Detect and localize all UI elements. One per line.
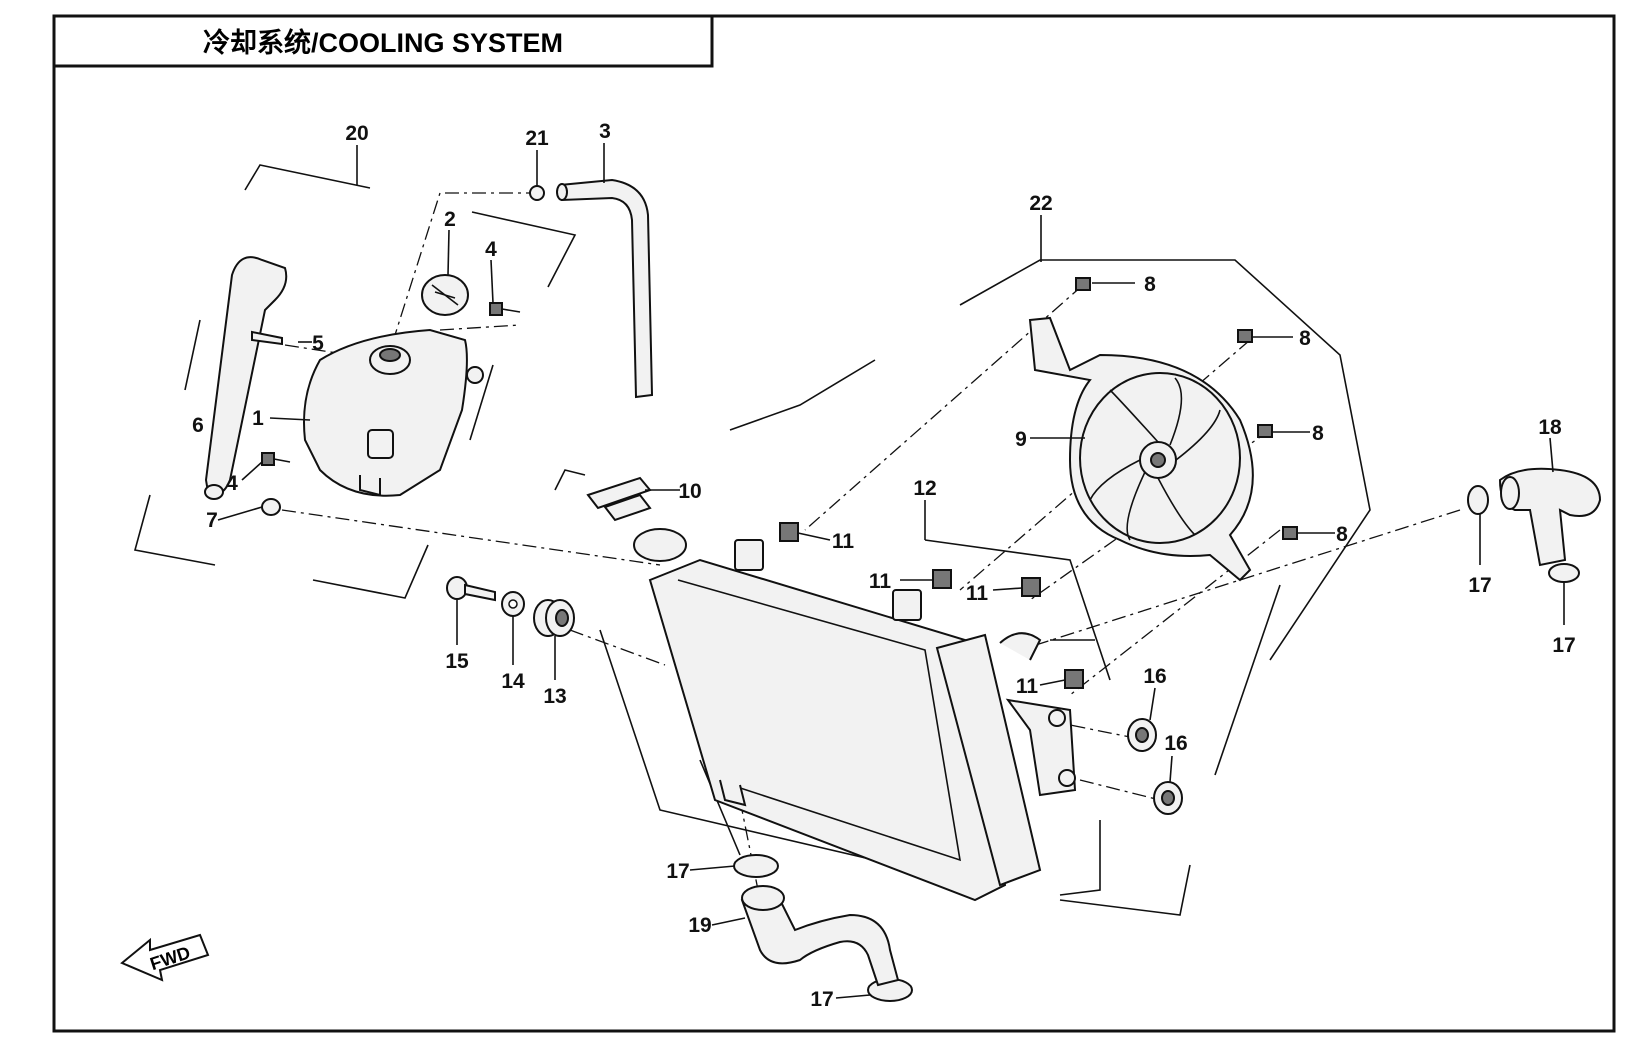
title-box [54, 16, 714, 68]
reservoir-tank-part-1 [303, 328, 484, 497]
callout-9: 9 [1015, 428, 1027, 451]
grommet-part-16-a [1127, 718, 1157, 752]
callout-11-c: 11 [966, 582, 989, 605]
callout-8-c: 8 [1312, 422, 1324, 445]
grommet-part-16-b [1153, 781, 1183, 815]
bolt-part-8-c [1257, 424, 1273, 438]
callout-17-a: 17 [1468, 574, 1491, 597]
callout-2: 2 [444, 208, 456, 231]
callout-16-b: 16 [1164, 732, 1187, 755]
callout-11-a: 11 [832, 530, 855, 553]
clip-part-11-c [1021, 577, 1041, 597]
callout-4-upper: 4 [485, 238, 497, 261]
screw-part-4-lower [261, 452, 291, 466]
washer-part-14 [501, 591, 525, 617]
clamp-part-17-b [1548, 563, 1580, 583]
clip-part-11-b [932, 569, 952, 589]
callout-17-d: 17 [810, 988, 833, 1011]
grommet-part-13 [533, 599, 575, 637]
callout-8-b: 8 [1299, 327, 1311, 350]
callout-10: 10 [678, 480, 701, 503]
clip-part-21 [529, 185, 545, 201]
leader-lines [217, 143, 1565, 999]
clamp-part-17-a [1467, 485, 1489, 515]
callout-18: 18 [1538, 416, 1562, 439]
callout-7: 7 [206, 509, 218, 532]
fwd-label: FWD [148, 942, 193, 974]
callout-6: 6 [192, 414, 204, 437]
callout-4-lower: 4 [226, 472, 238, 495]
hose-part-18 [1498, 467, 1602, 567]
screw-part-4-upper [489, 302, 521, 316]
bolt-part-15 [446, 576, 496, 602]
hose-part-19 [740, 885, 900, 987]
callout-13: 13 [543, 685, 566, 708]
cap-seal-part-10 [586, 476, 652, 522]
callout-12: 12 [913, 477, 936, 500]
callout-15: 15 [445, 650, 469, 673]
clip-part-11-d [1064, 669, 1084, 689]
callout-17-b: 17 [1552, 634, 1575, 657]
callout-5: 5 [312, 332, 324, 355]
forward-direction-arrow: FWD [120, 933, 210, 982]
bolt-part-8-b [1237, 329, 1253, 343]
bolt-part-8-a [1075, 277, 1091, 291]
callout-22: 22 [1029, 192, 1052, 215]
callout-21: 21 [525, 127, 549, 150]
callout-8-d: 8 [1336, 523, 1348, 546]
callout-8-a: 8 [1144, 273, 1156, 296]
callout-17-c: 17 [666, 860, 689, 883]
hose-part-3 [556, 178, 654, 399]
clamp-part-7 [261, 498, 281, 516]
callout-11-b: 11 [869, 570, 892, 593]
callouts: 20 21 3 2 4 5 6 1 4 7 22 8 8 8 8 9 10 11… [192, 120, 1576, 1011]
bolt-part-8-d [1282, 526, 1298, 540]
callout-3: 3 [599, 120, 611, 143]
diagram-border [52, 14, 1616, 1033]
screw-part-5 [251, 330, 283, 346]
hose-part-6 [204, 256, 288, 500]
group-bracket-22 [729, 259, 1371, 776]
callout-16-a: 16 [1143, 665, 1166, 688]
callout-14: 14 [501, 670, 525, 693]
callout-20: 20 [345, 122, 368, 145]
callout-11-d: 11 [1016, 675, 1039, 698]
callout-1: 1 [252, 407, 264, 430]
group-bracket-20 [133, 164, 577, 599]
clip-part-11-a [779, 522, 799, 542]
clamp-part-17-c [733, 854, 779, 878]
callout-19: 19 [688, 914, 711, 937]
fan-part-9 [1028, 316, 1254, 582]
diagram-title: 冷却系统/COOLING SYSTEM [203, 27, 563, 58]
radiator-part-12 [633, 528, 1077, 902]
cap-part-2 [421, 274, 469, 316]
